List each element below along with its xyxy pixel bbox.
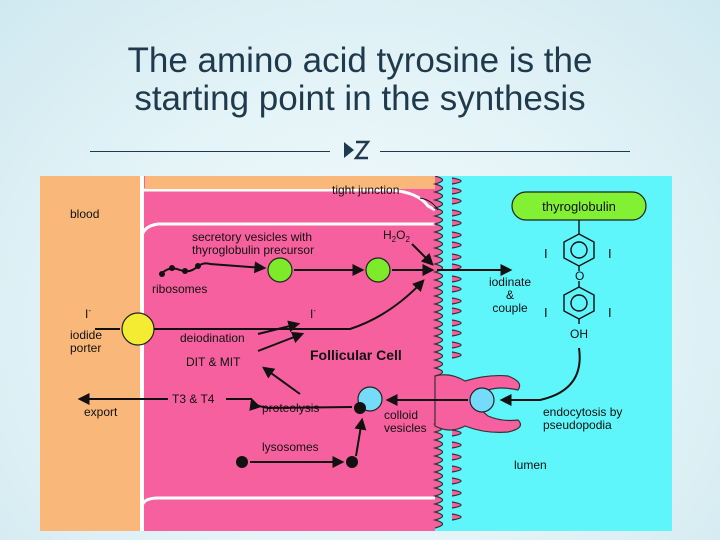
thyroglobulin-label: thyroglobulin (542, 199, 616, 214)
title-line-1: The amino acid tyrosine is the (127, 41, 593, 80)
deiodination-label: deiodination (180, 331, 245, 345)
microvilli (432, 176, 444, 529)
thyroxine-structure (563, 233, 595, 324)
iodinate-label-3: couple (492, 301, 528, 315)
title-rule-left (90, 151, 330, 152)
ring-iodine-bottom-right: I (608, 305, 612, 320)
ribosomes-label: ribosomes (152, 282, 207, 296)
iodide-porter-label-1: iodide (70, 328, 102, 342)
thyroid-follicle-diagram: tight junction blood thyroglobulin I I O… (40, 176, 672, 531)
iodide-blood-label: I- (85, 306, 91, 321)
follicular-cell-label: Follicular Cell (310, 347, 402, 363)
ring-oxygen: O (575, 269, 584, 283)
colloid-vesicle-2 (469, 387, 495, 413)
colloid-label-2: vesicles (384, 421, 427, 435)
secretory-vesicle-1 (267, 257, 293, 283)
endocytosis-label-1: endocytosis by (543, 405, 622, 419)
endocytosis-label-2: pseudopodia (543, 418, 612, 432)
secretory-vesicle-2 (365, 257, 391, 283)
iodinate-label-2: & (506, 288, 514, 302)
secretory-vesicles-label-1: secretory vesicles with (192, 230, 312, 244)
t3-t4-label: T3 & T4 (172, 392, 215, 406)
slide-title: The amino acid tyrosine is the starting … (60, 42, 660, 118)
ring-iodine-bottom-left: I (544, 305, 548, 320)
title-rule-right (380, 151, 630, 152)
title-line-2: starting point in the synthesis (134, 79, 586, 118)
iodinate-label-1: iodinate (489, 275, 531, 289)
ring-hydroxyl: OH (570, 327, 588, 341)
divider-ornament-icon (344, 140, 371, 160)
iodide-porter-label-2: porter (70, 341, 101, 355)
tight-junction-label: tight junction (332, 183, 399, 197)
iodide-porter (121, 312, 155, 346)
dit-mit-label: DIT & MIT (186, 355, 241, 369)
blood-label: blood (70, 207, 99, 221)
h2o2-label: H2O2 (383, 228, 410, 244)
iodide-cell-label: I- (310, 306, 316, 321)
lysosome-1 (236, 456, 248, 468)
secretory-vesicles-label-2: thyroglobulin precursor (192, 243, 314, 257)
ring-iodine-top-right: I (608, 246, 612, 261)
lumen-label: lumen (514, 458, 547, 472)
colloid-label-1: colloid (384, 408, 418, 422)
ring-iodine-top-left: I (544, 246, 548, 261)
export-label: export (84, 405, 118, 419)
lysosomes-label: lysosomes (262, 440, 319, 454)
top-membrane (142, 188, 436, 212)
lysosome-2 (346, 456, 358, 468)
blood-region (40, 176, 145, 531)
